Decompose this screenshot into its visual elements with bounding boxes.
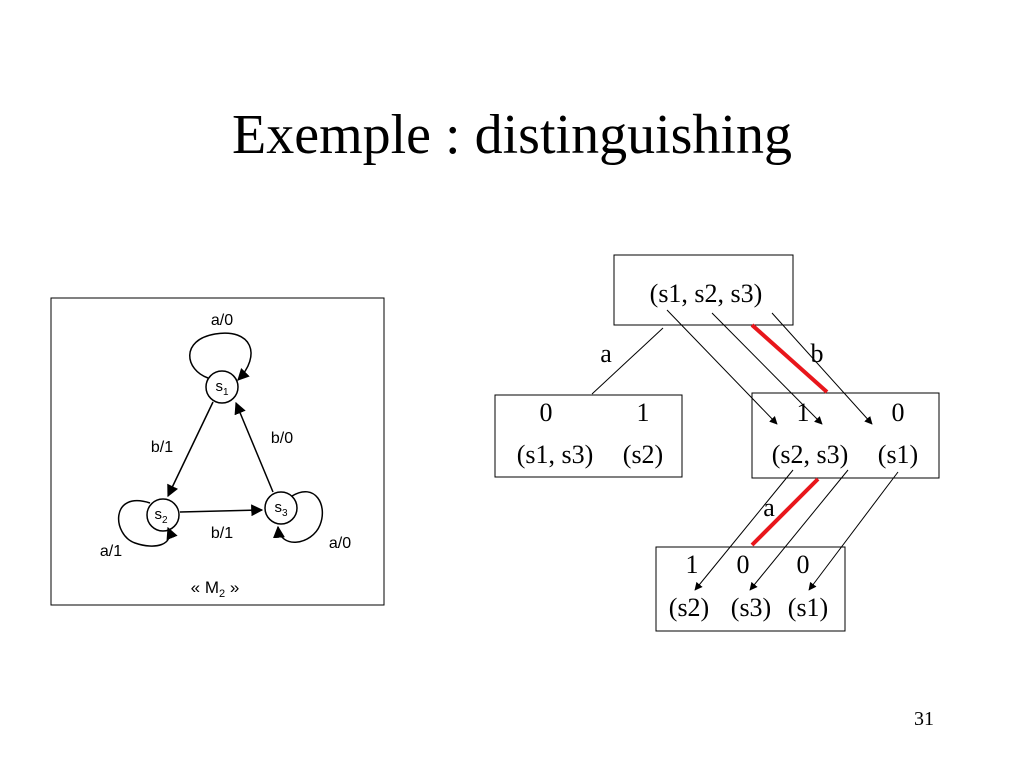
tree-edge-a-line [591, 327, 664, 395]
state-s1 [205, 370, 239, 404]
right-output-1: 0 [892, 398, 905, 427]
page-number: 31 [914, 708, 934, 730]
bottom-output-1: 0 [737, 550, 750, 579]
tree-edge-a2-label: a [763, 493, 775, 522]
s3-self-loop [272, 490, 324, 543]
right-group-1: (s1) [878, 440, 918, 469]
bottom-group-1: (s3) [731, 593, 771, 622]
tree-right-box [751, 392, 940, 479]
tree-root-label: (s1, s2, s3) [650, 279, 763, 308]
right-output-0: 1 [797, 398, 810, 427]
state-machine-frame [50, 297, 385, 606]
bottom-output-0: 1 [686, 550, 699, 579]
bottom-group-0: (s2) [669, 593, 709, 622]
bottom-output-2: 0 [797, 550, 810, 579]
left-group-0: (s1, s3) [517, 440, 594, 469]
bottom-group-2: (s1) [788, 593, 828, 622]
state-s1-label: s1 [215, 378, 229, 398]
tree-root-box [613, 254, 794, 326]
right-to-bottom-arrow-2 [749, 469, 849, 591]
state-s2 [146, 498, 180, 532]
root-to-right-arrow-2 [711, 312, 823, 425]
s2-loop-label: a/1 [100, 543, 122, 560]
root-to-right-arrow-1 [666, 309, 778, 425]
tree-edge-a-label: a [600, 339, 612, 368]
distinguishing-tree: (s1, s2, s3) a b 0 1 (s1, s3) (s2) 1 0 (… [494, 254, 940, 632]
s1-self-loop [189, 332, 252, 381]
s3-to-s1-label: b/0 [271, 430, 293, 447]
right-group-0: (s2, s3) [772, 440, 849, 469]
s3-loop-label: a/0 [329, 535, 351, 552]
state-s2-label: s2 [154, 506, 168, 526]
state-s3 [264, 491, 298, 525]
s1-to-s2-edge [167, 401, 214, 498]
state-s3-label: s3 [274, 499, 288, 519]
tree-bottom-box [655, 546, 846, 632]
right-to-bottom-arrow-3 [808, 471, 899, 591]
s3-to-s1-edge [234, 401, 274, 493]
root-to-right-arrow-3 [771, 312, 873, 425]
highlight-edge-a [750, 477, 820, 547]
state-machine-m2: s1 s2 s3 a/0 b/1 b/0 b/1 a/1 a/0 « M2 » [50, 297, 385, 606]
s2-to-s3-edge [179, 504, 264, 517]
s2-self-loop [117, 500, 178, 547]
left-output-1: 1 [637, 398, 650, 427]
s2-to-s3-label: b/1 [211, 525, 233, 542]
slide-title: Exemple : distinguishing [232, 104, 792, 166]
highlight-edge-b [750, 323, 829, 394]
left-group-1: (s2) [623, 440, 663, 469]
tree-left-box [494, 394, 683, 478]
machine-caption: « M2 » [191, 578, 240, 600]
s1-loop-label: a/0 [211, 312, 233, 329]
left-output-0: 0 [540, 398, 553, 427]
tree-edge-b-label: b [811, 339, 824, 368]
s1-to-s2-label: b/1 [151, 439, 173, 456]
right-to-bottom-arrow-1 [694, 469, 794, 591]
